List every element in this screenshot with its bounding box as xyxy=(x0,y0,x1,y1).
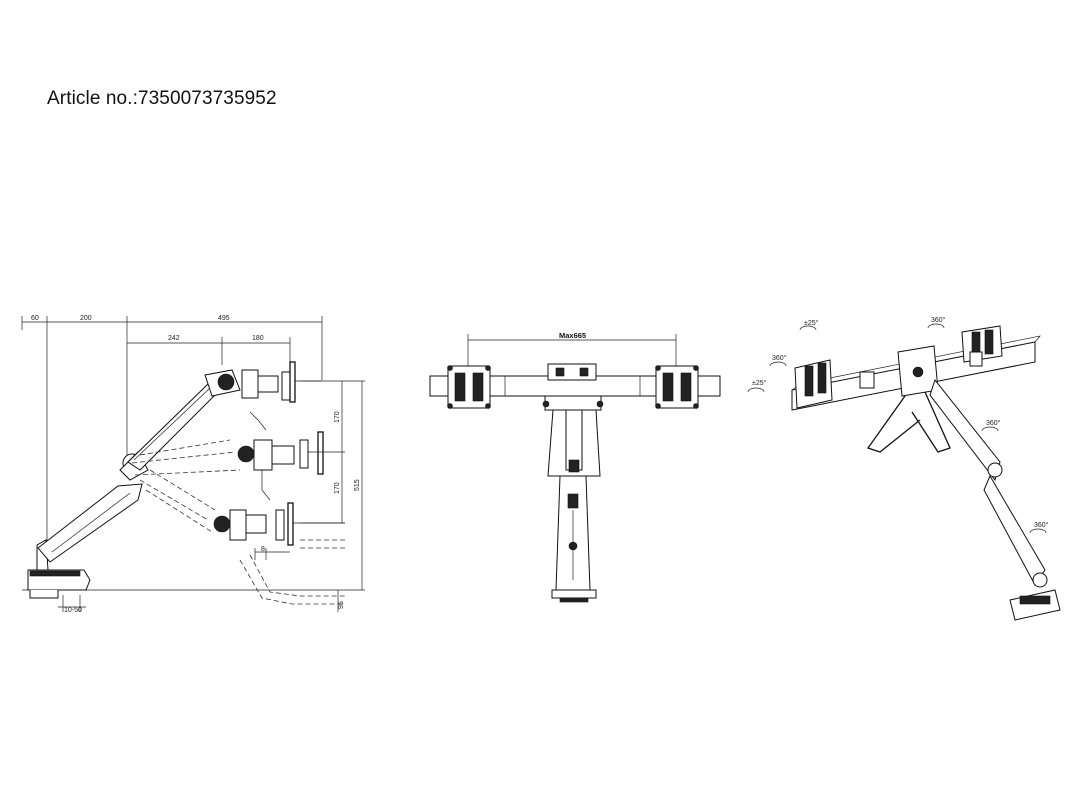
dim-515: 515 xyxy=(354,479,361,491)
angle-rotate-arm: 360° xyxy=(986,419,1001,427)
side-view: 60 200 495 242 180 170 170 515 10-50 xyxy=(21,315,365,614)
angle-swivel-left: ±25° xyxy=(752,379,767,387)
angle-rotate-center: 360° xyxy=(931,316,946,324)
angle-rotate-base: 360° xyxy=(1034,521,1049,529)
dim-10-50: 10-50 xyxy=(64,607,82,614)
dim-60: 60 xyxy=(31,315,39,322)
dim-242: 242 xyxy=(168,335,180,342)
vesa-plate-right xyxy=(655,365,699,409)
article-number: Article no.:7350073735952 xyxy=(47,88,277,109)
dim-170-upper: 170 xyxy=(334,411,341,423)
dim-495: 495 xyxy=(218,315,230,322)
iso-view: ±25° 360° ±25° 360° 360° 360° xyxy=(747,316,1061,621)
dim-8: 8 xyxy=(261,546,265,553)
dim-95: 95 xyxy=(338,601,345,609)
dim-180: 180 xyxy=(252,335,264,342)
dim-200: 200 xyxy=(80,315,92,322)
vesa-plate-left xyxy=(447,365,491,409)
dim-max665: Max665 xyxy=(559,331,586,340)
dim-170-lower: 170 xyxy=(334,482,341,494)
front-view: Max665 xyxy=(429,331,721,603)
angle-rotate-left: 360° xyxy=(772,354,787,362)
angle-tilt-left: ±25° xyxy=(804,319,819,327)
